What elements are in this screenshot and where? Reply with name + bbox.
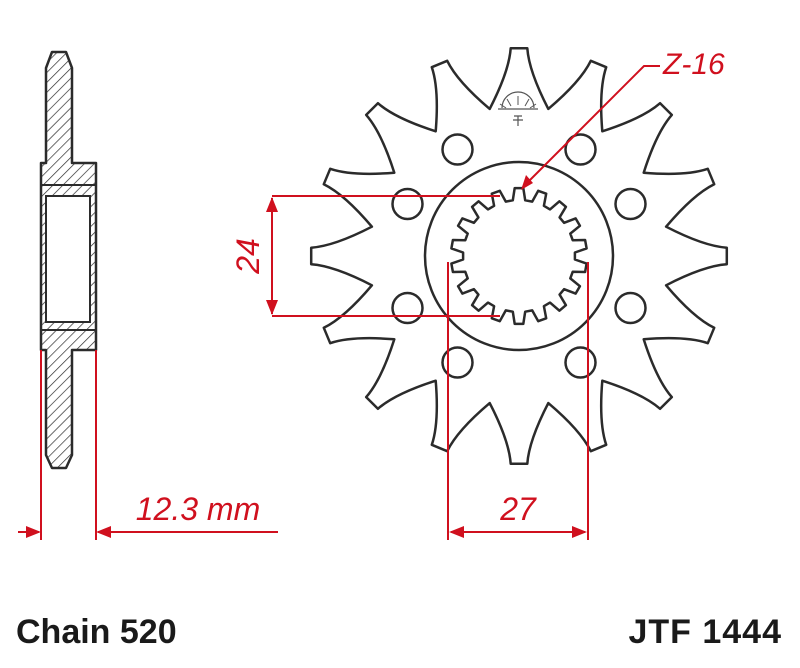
- tooth-count-label: Z-16: [662, 48, 725, 81]
- bolt-hole: [564, 133, 597, 166]
- chain-size-label: Chain 520: [16, 613, 177, 651]
- bolt-hole: [441, 346, 474, 379]
- bolt-hole: [564, 346, 597, 379]
- side-profile: [39, 50, 98, 470]
- side-profile-hub-bore: [45, 195, 91, 323]
- sprocket-front-view: [309, 46, 729, 466]
- spline-bore: [450, 186, 588, 326]
- spline-width-dimension: 27: [499, 491, 537, 527]
- bolt-hole: [614, 291, 647, 325]
- bolt-hole: [441, 133, 474, 166]
- bolt-hole: [391, 187, 424, 221]
- spline-height-dimension: 24: [230, 238, 266, 275]
- dimension-lines: [18, 65, 660, 540]
- bolt-hole: [391, 291, 424, 325]
- bolt-hole: [614, 187, 647, 221]
- dimension-arrowheads: [26, 175, 587, 538]
- manufacturer-logo: [498, 91, 538, 126]
- thickness-dimension: 12.3 mm: [136, 491, 260, 527]
- part-number: JTF 1444: [628, 613, 782, 651]
